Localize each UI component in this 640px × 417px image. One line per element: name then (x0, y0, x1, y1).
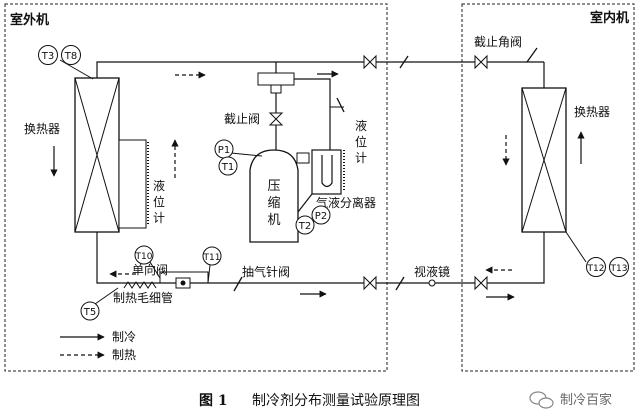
separator-gauge-label-2: 位 (355, 134, 367, 149)
outdoor-gauge-label-3: 计 (153, 211, 165, 225)
wechat-icon (529, 391, 554, 409)
svg-text:P1: P1 (218, 145, 230, 156)
watermark-text: 制冷百家 (560, 392, 612, 408)
compressor-label-2: 缩 (267, 195, 280, 211)
check-valve-ball (180, 280, 186, 286)
sensor-t2: T2 (295, 215, 315, 235)
legend-cooling-label: 制冷 (112, 330, 136, 344)
needle-valve-label: 抽气针阀 (242, 264, 290, 279)
outdoor-heat-exchanger-label: 换热器 (24, 122, 60, 136)
check-valve-label: 单向阀 (132, 262, 168, 277)
outdoor-liquid-gauge (118, 139, 147, 229)
outdoor-gauge-label-1: 液 (153, 178, 165, 193)
sensor-t11: T11 (202, 246, 222, 266)
compressor-label-3: 机 (267, 213, 280, 228)
needle-valve-symbol (233, 276, 243, 292)
sensor-t1: T1 (218, 156, 238, 176)
stop-angle-valve-label: 截止角阀 (474, 35, 522, 49)
sensor-t5: T5 (80, 301, 100, 321)
figure-title: 制冷剂分布测量试验原理图 (252, 393, 420, 409)
capillary-label: 制热毛细管 (113, 290, 173, 305)
svg-text:T3: T3 (41, 51, 54, 62)
sensor-t8: T8 (61, 45, 81, 65)
indoor-angle-valve-tap (526, 47, 538, 63)
separator-tap-valve (336, 97, 345, 113)
watermark: 制冷百家 (529, 391, 612, 409)
indoor-liquid-pipe (487, 232, 545, 284)
t5-leader (94, 287, 119, 305)
separator-inlet-pipe (294, 78, 331, 150)
t12-t13-leader (565, 231, 587, 263)
sensor-t10: T10 (134, 245, 154, 265)
sight-glass-label: 视液镜 (414, 264, 450, 279)
sensor-t3: T3 (38, 45, 58, 65)
top-gas-pipe (96, 61, 364, 78)
outdoor-liquid-pipe (96, 232, 364, 284)
t10-leader (149, 261, 161, 279)
separator-label: 气液分离器 (316, 195, 376, 210)
legend-heating-label: 制热 (112, 348, 136, 362)
indoor-unit-title: 室内机 (590, 10, 629, 26)
gas-pipe-tap-1 (399, 55, 409, 69)
liquid-pipe-tap (395, 276, 405, 291)
indoor-liquid-valve (474, 275, 488, 291)
svg-text:T5: T5 (83, 307, 96, 318)
outdoor-gauge-label-2: 位 (153, 194, 165, 209)
gas-valve-block (257, 72, 295, 86)
separator-outlet-pipe (297, 193, 313, 213)
svg-text:T10: T10 (135, 252, 153, 262)
sensor-t12: T12 (586, 257, 606, 277)
indoor-stop-angle-valve (474, 54, 488, 70)
t11-leader (207, 264, 211, 284)
sight-glass (428, 279, 436, 287)
stop-valve-symbol (268, 112, 284, 126)
indoor-heat-exchanger-label: 换热器 (574, 105, 610, 119)
svg-text:T2: T2 (298, 221, 311, 232)
compressor-label-1: 压 (267, 179, 280, 194)
svg-text:T12: T12 (587, 264, 605, 274)
sensor-p1: P1 (214, 139, 234, 159)
indoor-unit-boundary (461, 3, 635, 372)
gas-valve-stem (270, 84, 282, 94)
sensor-t13: T13 (609, 257, 629, 277)
svg-text:T8: T8 (64, 51, 77, 62)
figure-number: 图 1 (199, 393, 228, 409)
svg-text:T11: T11 (203, 253, 221, 263)
outdoor-unit-boundary (4, 3, 388, 372)
gas-liquid-separator (296, 149, 342, 195)
separator-gauge-label-1: 液 (355, 118, 367, 133)
separator-gauge-label-3: 计 (355, 151, 367, 165)
outdoor-heat-exchanger (74, 77, 120, 233)
stop-valve-label: 截止阀 (224, 112, 260, 126)
svg-text:T1: T1 (221, 162, 234, 173)
outdoor-unit-title: 室外机 (10, 12, 49, 28)
svg-text:P2: P2 (315, 211, 327, 222)
outdoor-gas-stop-valve (363, 54, 377, 70)
outdoor-liquid-stop-valve (363, 275, 377, 291)
p1-t1-leader (230, 152, 263, 157)
sensor-p2: P2 (311, 205, 331, 225)
compressor (249, 149, 299, 243)
heating-capillary (123, 281, 157, 289)
indoor-heat-exchanger (521, 87, 567, 233)
svg-text:T13: T13 (610, 264, 628, 274)
